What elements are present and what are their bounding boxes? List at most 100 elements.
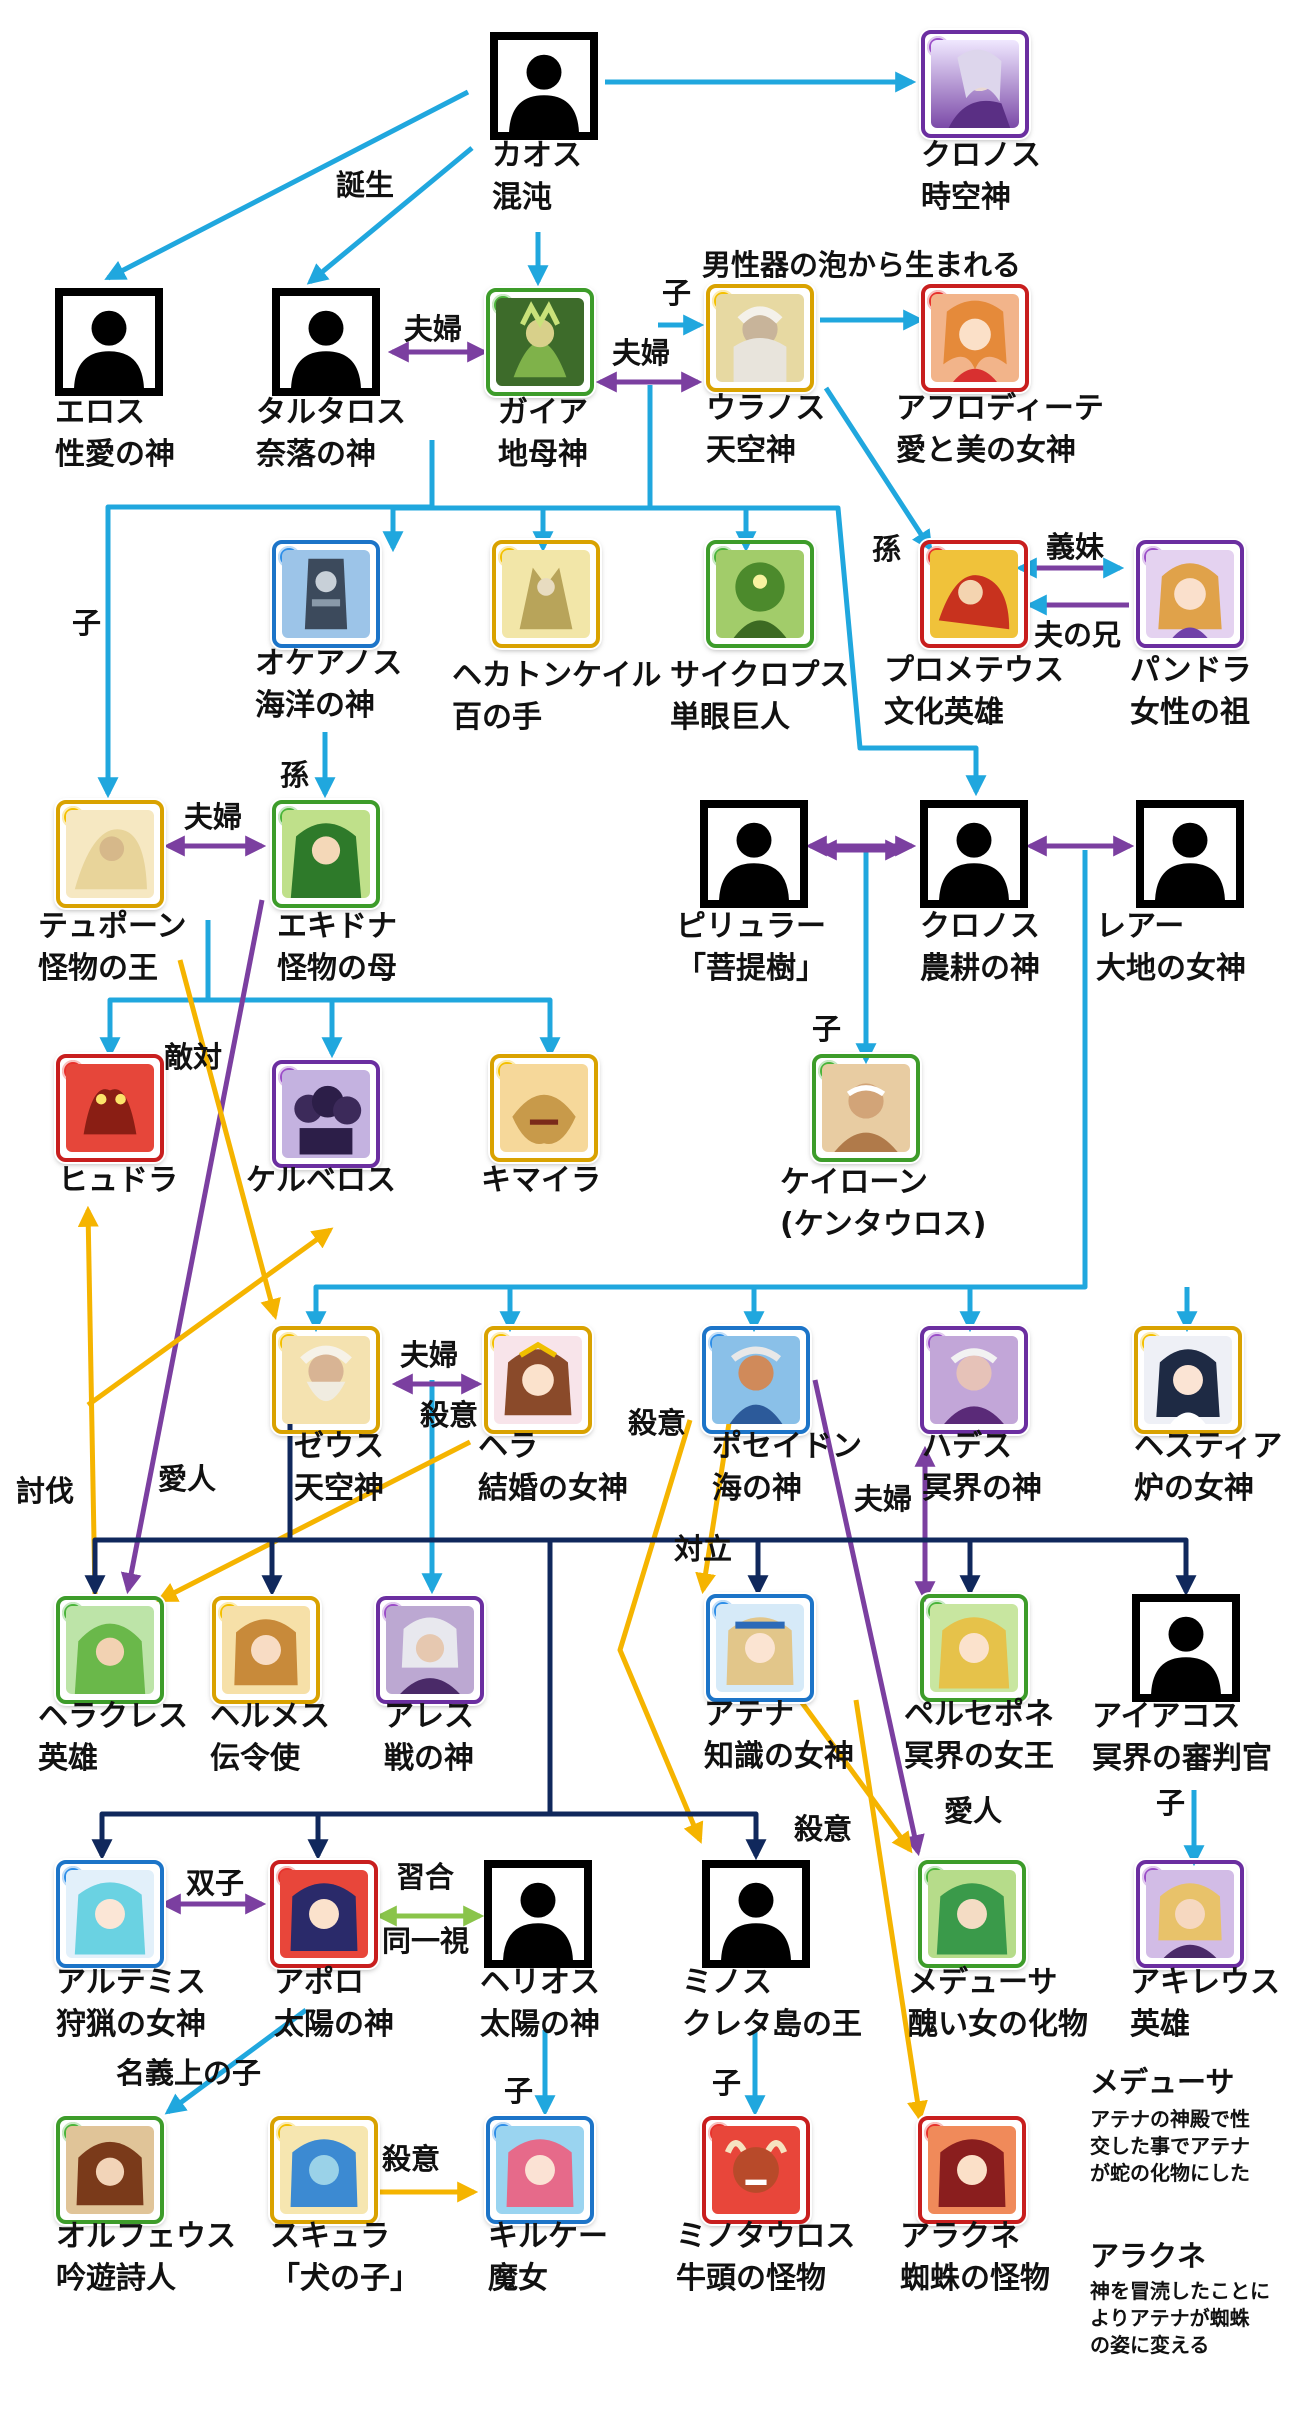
- label-cheiron: ケイローン(ケンタウロス): [780, 1165, 987, 1242]
- node-tartaros[interactable]: [272, 288, 380, 396]
- node-hydra[interactable]: [56, 1054, 164, 1162]
- character-portrait-icon: [496, 2126, 584, 2214]
- node-typhon[interactable]: [56, 800, 164, 908]
- node-echidna[interactable]: [272, 800, 380, 908]
- relation-label: 夫婦: [184, 800, 243, 834]
- label-pandora: パンドラ女性の祖: [1130, 653, 1252, 730]
- node-artemis[interactable]: [56, 1860, 164, 1968]
- node-gaia[interactable]: [486, 288, 594, 396]
- label-persephone: ペルセポネ冥界の女王: [904, 1697, 1054, 1774]
- node-pandora[interactable]: [1136, 540, 1244, 648]
- label-cyclops: サイクロプス単眼巨人: [670, 658, 850, 735]
- person-silhouette-icon: [719, 822, 789, 900]
- node-hades[interactable]: [920, 1326, 1028, 1434]
- label-hekatoncheir: ヘカトンケイル百の手: [452, 658, 662, 735]
- character-portrait-icon: [66, 810, 154, 898]
- relation-label: 子: [1156, 1786, 1186, 1820]
- node-achilles[interactable]: [1136, 1860, 1244, 1968]
- node-aphrodite[interactable]: [921, 284, 1029, 392]
- node-okeanos[interactable]: [272, 540, 380, 648]
- node-hera[interactable]: [484, 1326, 592, 1434]
- character-portrait-icon: [282, 1070, 370, 1158]
- node-circe[interactable]: [486, 2116, 594, 2224]
- node-helios[interactable]: [484, 1860, 592, 1968]
- relation-label: 殺意: [382, 2142, 441, 2176]
- node-hestia[interactable]: [1134, 1326, 1242, 1434]
- character-portrait-icon: [928, 1870, 1016, 1958]
- label-helios: ヘリオス太陽の神: [480, 1965, 600, 2042]
- label-zeus: ゼウス天空神: [294, 1429, 384, 1506]
- node-rhea[interactable]: [1136, 800, 1244, 908]
- node-kerberos[interactable]: [272, 1060, 380, 1168]
- node-hermes[interactable]: [212, 1596, 320, 1704]
- person-silhouette-icon: [503, 1882, 573, 1960]
- node-poseidon[interactable]: [702, 1326, 810, 1434]
- character-portrait-icon: [66, 1606, 154, 1694]
- character-portrait-icon: [282, 1336, 370, 1424]
- label-typhon: テュポーン怪物の王: [38, 909, 187, 986]
- relation-label: 男性器の泡から生まれる: [702, 248, 1022, 282]
- note-title-arachne: アラクネ: [1090, 2239, 1207, 2273]
- node-ares[interactable]: [376, 1596, 484, 1704]
- relation-label: 誕生: [336, 168, 395, 202]
- label-hera: ヘラ結婚の女神: [478, 1429, 628, 1506]
- character-portrait-icon: [502, 550, 590, 638]
- node-chronos-farm[interactable]: [920, 800, 1028, 908]
- label-hestia: ヘスティア炉の女神: [1134, 1429, 1283, 1506]
- node-cyclops[interactable]: [706, 540, 814, 648]
- character-portrait-icon: [494, 1336, 582, 1424]
- relation-label: 子: [72, 606, 102, 640]
- label-hydra: ヒュドラ: [58, 1163, 178, 1198]
- node-minotauros[interactable]: [702, 2116, 810, 2224]
- node-apollo[interactable]: [270, 1860, 378, 1968]
- relation-label: 夫婦: [404, 312, 463, 346]
- character-portrait-icon: [822, 1064, 910, 1152]
- node-chaos[interactable]: [490, 32, 598, 140]
- node-persephone[interactable]: [920, 1594, 1028, 1702]
- label-eros: エロス性愛の神: [55, 395, 175, 472]
- character-portrait-icon: [930, 1336, 1018, 1424]
- label-chronos-time: クロノス時空神: [921, 138, 1041, 215]
- person-silhouette-icon: [939, 822, 1009, 900]
- label-minos: ミノスクレタ島の王: [682, 1965, 862, 2042]
- node-scylla[interactable]: [270, 2116, 378, 2224]
- relation-label: 愛人: [158, 1462, 217, 1496]
- character-portrait-icon: [1146, 1870, 1234, 1958]
- character-portrait-icon: [282, 810, 370, 898]
- person-silhouette-icon: [509, 54, 579, 132]
- node-uranos[interactable]: [706, 284, 814, 392]
- label-orpheus: オルフェウス吟遊詩人: [56, 2219, 236, 2296]
- node-zeus[interactable]: [272, 1326, 380, 1434]
- node-orpheus[interactable]: [56, 2116, 164, 2224]
- label-aphrodite: アフロディーテ愛と美の女神: [896, 391, 1104, 468]
- node-arachne[interactable]: [918, 2116, 1026, 2224]
- character-portrait-icon: [931, 40, 1019, 128]
- character-portrait-icon: [716, 550, 804, 638]
- node-chimaira[interactable]: [490, 1054, 598, 1162]
- node-herakles[interactable]: [56, 1596, 164, 1704]
- relation-label: 義妹: [1046, 530, 1105, 564]
- character-portrait-icon: [712, 2126, 800, 2214]
- node-eros[interactable]: [55, 288, 163, 396]
- node-hekatoncheir[interactable]: [492, 540, 600, 648]
- label-chronos-farm: クロノス農耕の神: [920, 909, 1040, 986]
- character-portrait-icon: [282, 550, 370, 638]
- character-portrait-icon: [280, 2126, 368, 2214]
- relation-label: 敵対: [164, 1040, 223, 1074]
- label-chimaira: キマイラ: [481, 1163, 601, 1198]
- character-portrait-icon: [66, 1870, 154, 1958]
- character-portrait-icon: [66, 1064, 154, 1152]
- node-cheiron[interactable]: [812, 1054, 920, 1162]
- node-aiakos[interactable]: [1132, 1594, 1240, 1702]
- node-philyra[interactable]: [700, 800, 808, 908]
- node-minos[interactable]: [702, 1860, 810, 1968]
- node-medusa[interactable]: [918, 1860, 1026, 1968]
- person-silhouette-icon: [721, 1882, 791, 1960]
- node-chronos-time[interactable]: [921, 30, 1029, 138]
- node-prometheus[interactable]: [920, 540, 1028, 648]
- relation-label: 同一視: [382, 1924, 470, 1958]
- node-athena[interactable]: [706, 1594, 814, 1702]
- label-gaia: ガイア地母神: [498, 395, 588, 472]
- character-portrait-icon: [928, 2126, 1016, 2214]
